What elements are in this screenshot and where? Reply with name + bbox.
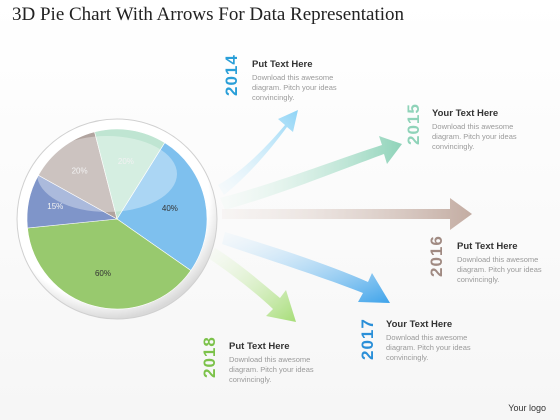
item-heading-2015: Your Text Here [432, 108, 499, 119]
pie-slice-0 [116, 142, 208, 271]
item-body-2018: Download this awesome diagram. Pitch you… [229, 355, 314, 384]
item-body-2015: Download this awesome diagram. Pitch you… [432, 122, 517, 151]
year-label-2017: 2017 [358, 318, 377, 360]
page-title: 3D Pie Chart With Arrows For Data Repres… [12, 4, 405, 25]
item-heading-2014: Put Text Here [252, 59, 313, 70]
arrow-2015 [220, 136, 402, 210]
pie-slice-4 [94, 128, 166, 220]
pie-slices [26, 128, 208, 310]
pie-slice-3 [37, 131, 118, 220]
year-label-2018: 2018 [200, 336, 219, 378]
item-heading-2016: Put Text Here [457, 241, 518, 252]
item-body-2017: Download this awesome diagram. Pitch you… [386, 333, 471, 362]
arrow-2018 [208, 248, 296, 322]
year-label-2016: 2016 [427, 235, 446, 277]
arrow-2016 [222, 198, 472, 230]
pie-label-3: 20% [72, 167, 88, 176]
year-label-2014: 2014 [222, 54, 241, 96]
pie-label-0: 40% [162, 204, 178, 213]
pie-label-4: 20% [118, 157, 134, 166]
logo-text: Your logo [508, 403, 546, 413]
item-body-2014: Download this awesome diagram. Pitch you… [252, 73, 337, 102]
pie-slice-1 [27, 218, 192, 310]
pie-label-1: 60% [95, 269, 111, 278]
year-label-2015: 2015 [404, 103, 423, 145]
item-heading-2017: Your Text Here [386, 319, 453, 330]
pie-label-2: 15% [47, 202, 63, 211]
item-heading-2018: Put Text Here [229, 341, 290, 352]
item-body-2016: Download this awesome diagram. Pitch you… [457, 255, 542, 284]
pie-gloss [37, 136, 177, 212]
arrow-2014 [218, 110, 298, 195]
arrow-2017 [222, 232, 390, 303]
